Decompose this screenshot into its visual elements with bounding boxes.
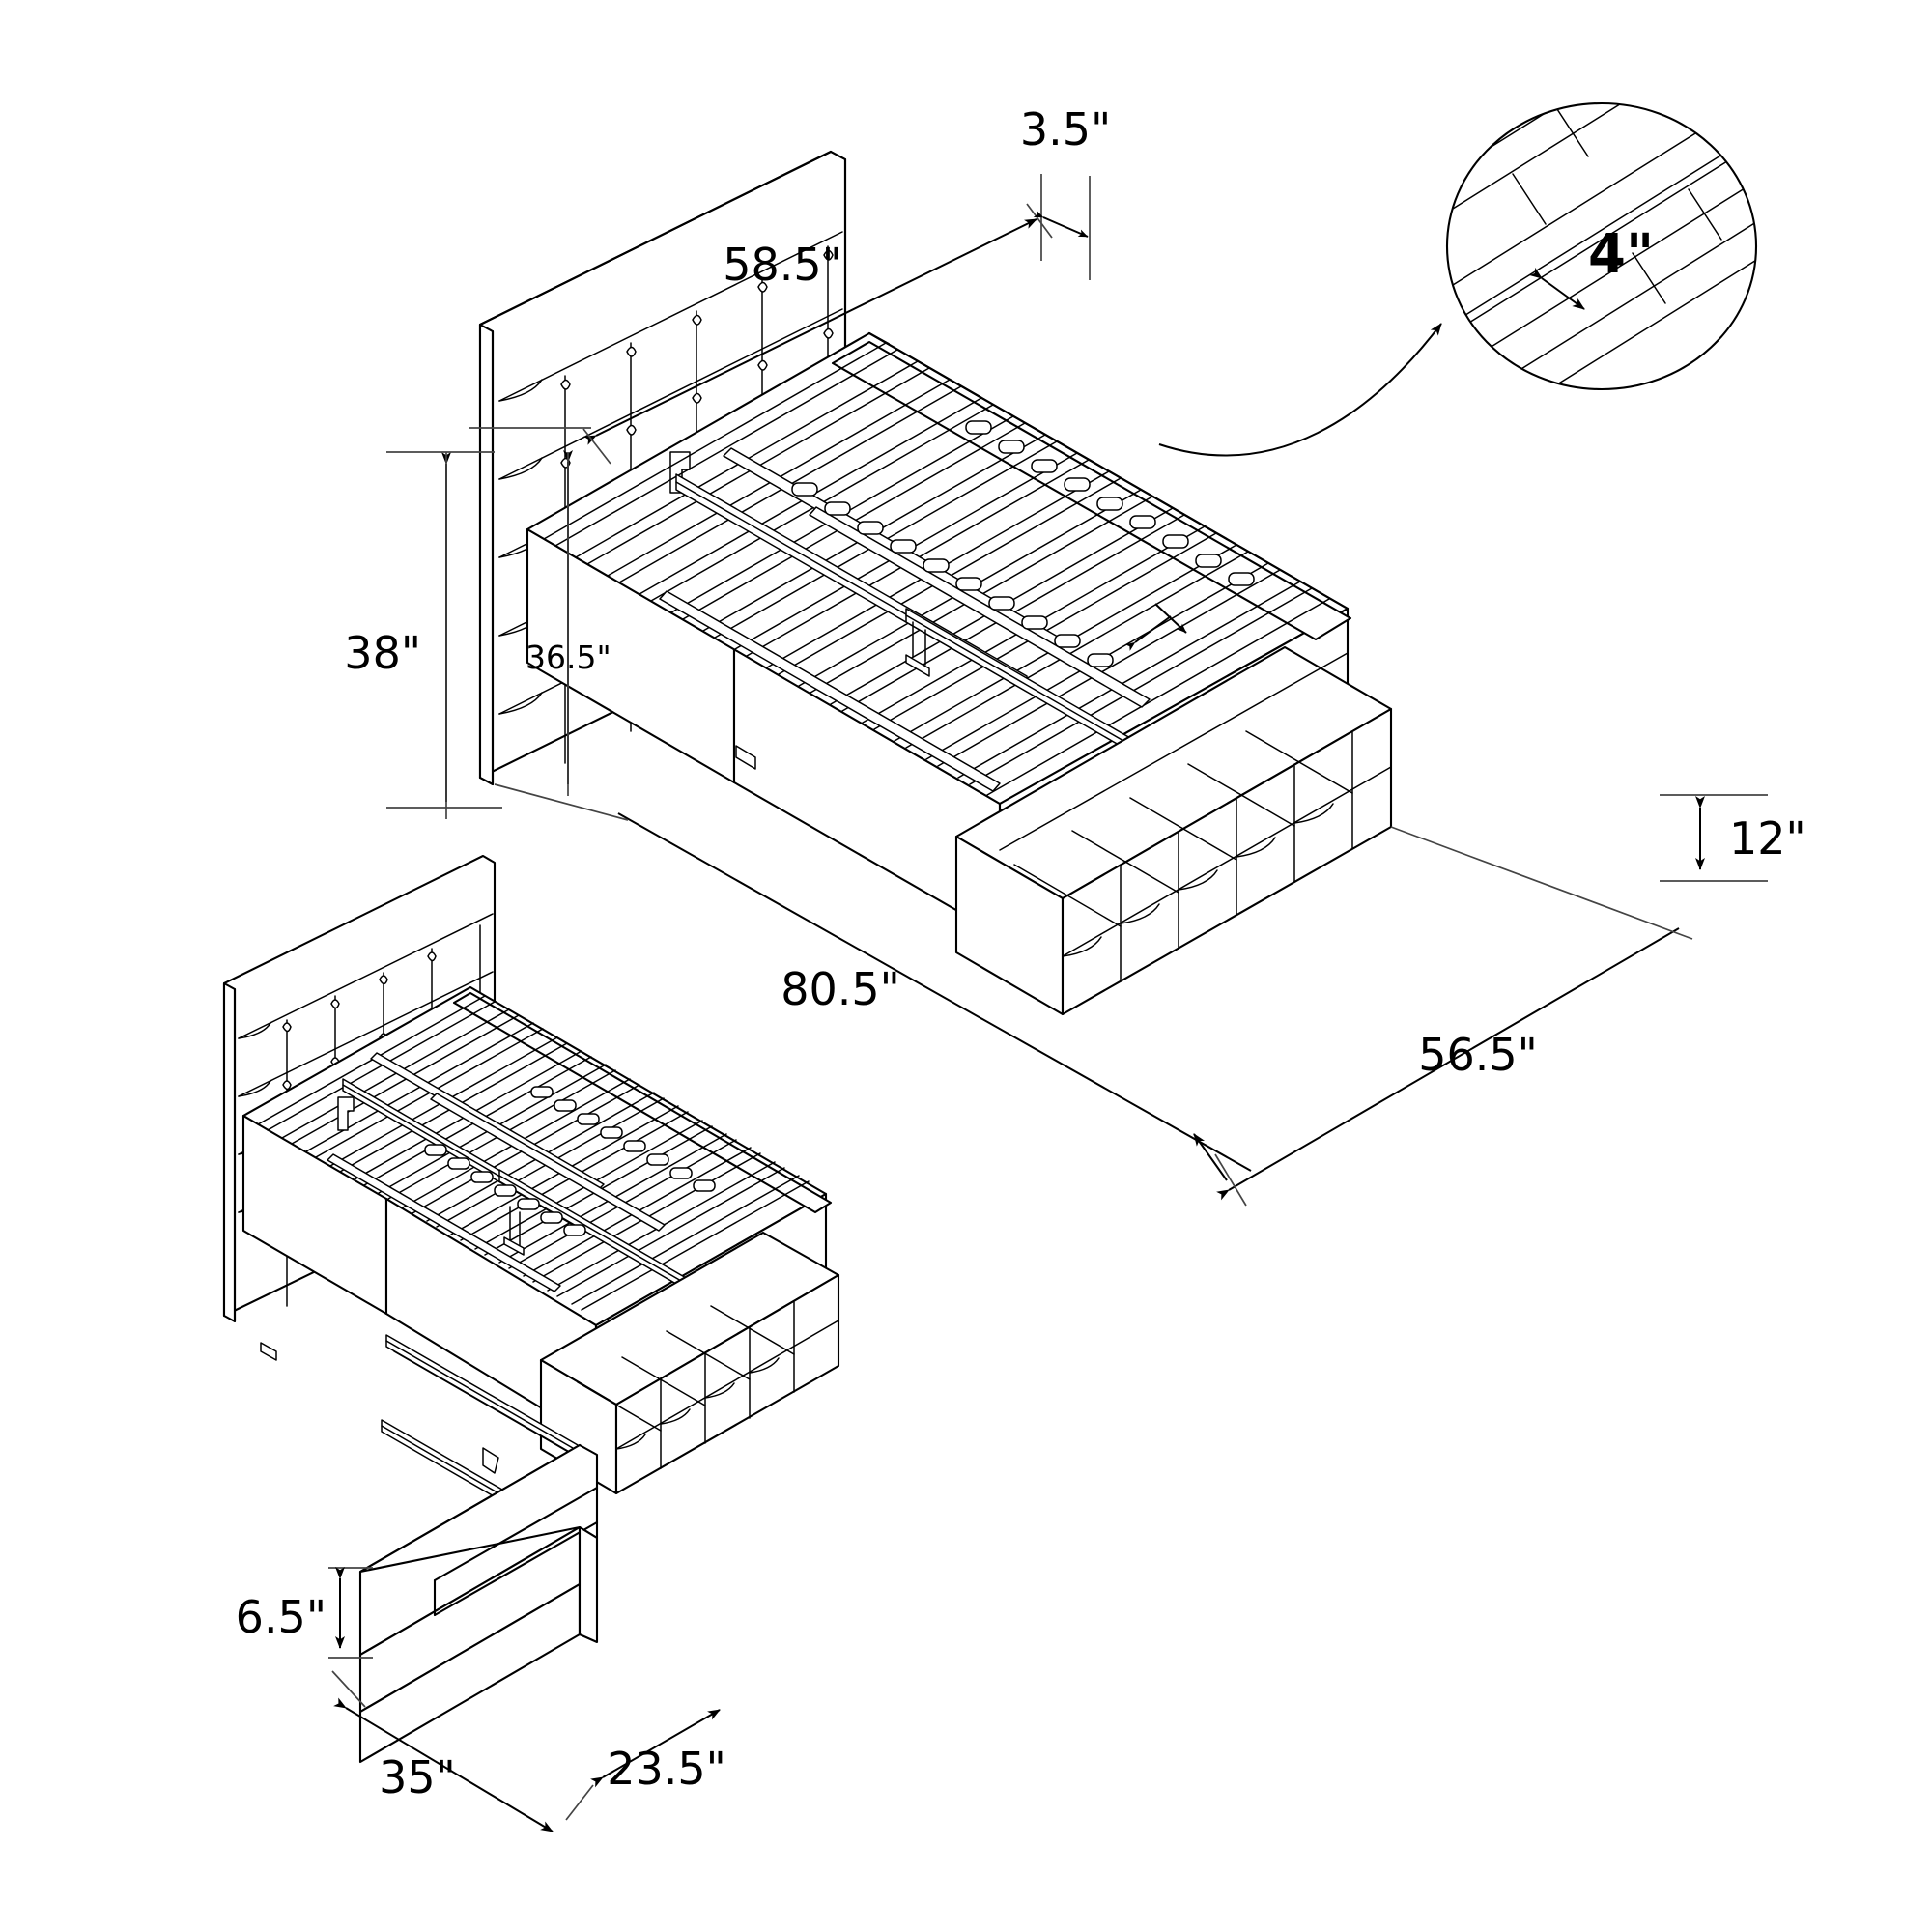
footboard-top-tufting [1013, 730, 1353, 927]
dim-drawer-height: 6.5" [236, 1567, 373, 1659]
dim-label-drawer-depth: 23.5" [607, 1743, 726, 1795]
dim-frame-height: 12" [1660, 794, 1806, 882]
dim-headboard-height: 36.5" [526, 450, 611, 796]
frame-bracket-lower [337, 1096, 355, 1131]
footboard-tuft-corners [1062, 803, 1334, 957]
footboard-lower-top-tufting [577, 1305, 795, 1432]
drawer-view: 6.5" 35" 23.5" [222, 854, 840, 1832]
deck-gap-marker-a [1124, 615, 1172, 651]
side-rail-tufting [999, 652, 1349, 851]
dim-line-80-5 [617, 812, 1252, 1172]
dim-label-frame-width: 56.5" [1418, 1029, 1538, 1081]
slat-clips-lower [424, 1086, 716, 1236]
drawer-rail-foot-a [482, 1447, 499, 1474]
dim-line-58-5 [583, 218, 1037, 445]
dim-label-drawer-height: 6.5" [236, 1591, 327, 1643]
dim-drawer-depth: 23.5" [565, 1709, 726, 1821]
cross-rails-lower [327, 1052, 666, 1292]
dim-label-headboard-height: 36.5" [526, 639, 611, 676]
dim-line-56-5 [1216, 927, 1680, 1201]
dim-frame-width: 56.5" [1193, 826, 1693, 1207]
dim-line-56-5-tick [1193, 1133, 1228, 1181]
dim-headboard-width: 58.5" [469, 203, 1053, 465]
dim-frame-length: 80.5" [494, 783, 1252, 1172]
dim-line-23-5 [590, 1709, 721, 1788]
dim-label-headboard-width: 58.5" [723, 239, 842, 291]
dim-label-overall-height: 38" [344, 627, 421, 679]
dim-line-3-5 [1033, 210, 1089, 238]
deck-gap-marker-b [1154, 603, 1187, 634]
center-leg-lower [503, 1206, 525, 1256]
dim-drawer-width: 35" [331, 1670, 554, 1832]
dim-line-35 [333, 1697, 554, 1832]
dim-label-frame-length: 80.5" [781, 963, 900, 1015]
dim-label-headboard-depth: 3.5" [1020, 103, 1111, 156]
detail-leader-line [1158, 323, 1442, 457]
dim-label-slat-spacing: 4" [1588, 223, 1654, 286]
dim-headboard-depth: 3.5" [1020, 103, 1111, 280]
center-support-leg [905, 621, 930, 677]
main-view [478, 150, 1393, 1016]
dim-label-drawer-width: 35" [379, 1751, 456, 1803]
detail-view-slat-spacing: 4" [1124, 101, 1758, 651]
slat-deck-lower [257, 995, 810, 1311]
dim-label-frame-height: 12" [1729, 812, 1806, 865]
detail-spacing-arrow [1529, 267, 1585, 310]
storage-drawer [358, 1443, 599, 1764]
dim-overall-height: 38" [344, 451, 502, 819]
footboard-lower-tuft-corners [615, 1357, 780, 1450]
headboard-lower-foot [260, 1342, 277, 1361]
frame-foot [735, 745, 756, 770]
